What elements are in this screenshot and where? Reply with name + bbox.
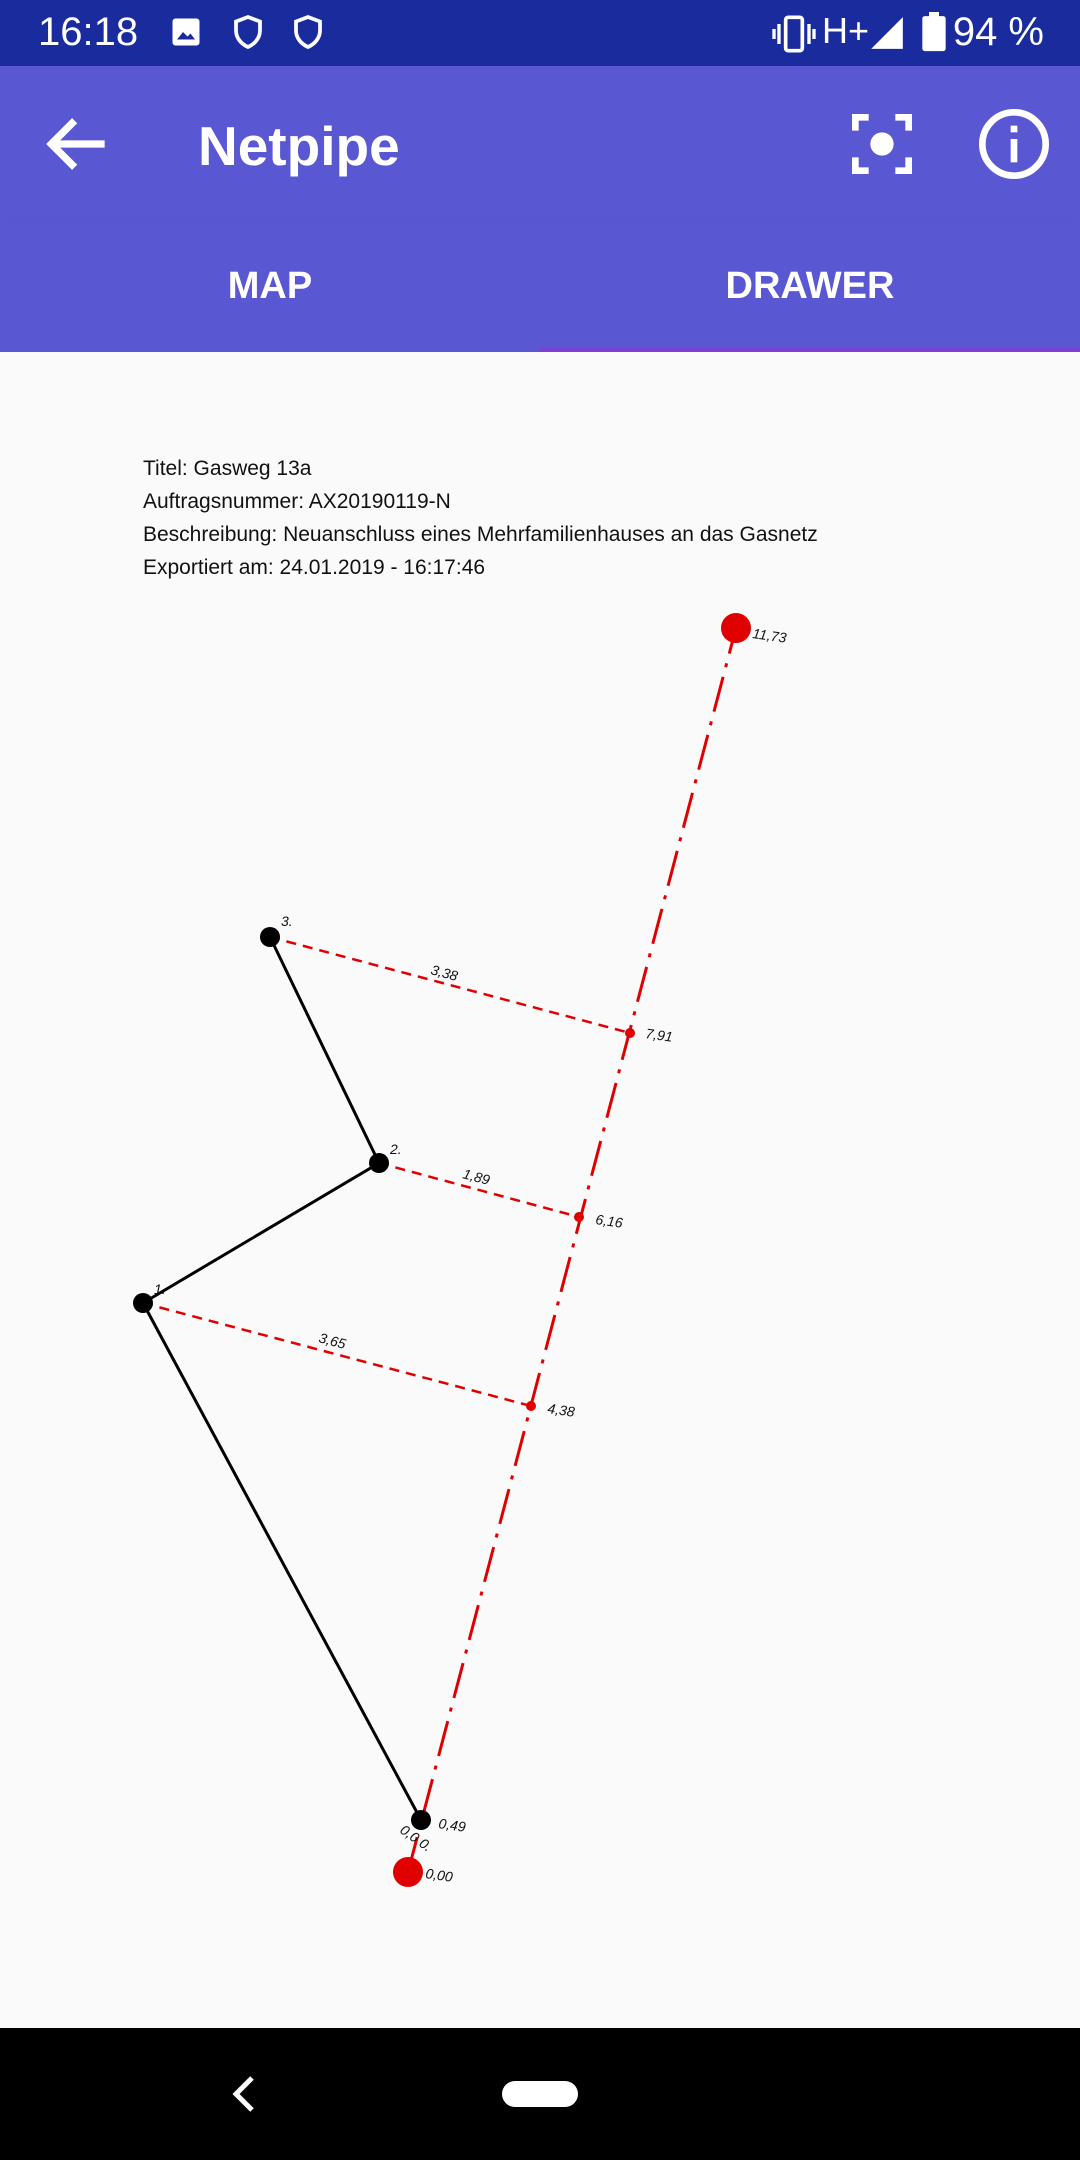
baseline-start-point	[393, 1857, 423, 1887]
pipe-point-3	[260, 927, 280, 947]
tab-bar: MAP DRAWER	[0, 220, 1080, 352]
point-label-2: 2.	[389, 1141, 402, 1157]
battery-level: 94 %	[952, 10, 1044, 54]
baseline-label-zero: 0,00	[425, 1865, 454, 1885]
baseline-label-3: 7,91	[645, 1025, 674, 1045]
app-title: Netpipe	[198, 115, 400, 177]
offset-label-3: 3,38	[429, 961, 460, 984]
baseline-end-point	[721, 613, 751, 643]
point-label-3: 3.	[281, 913, 293, 929]
foot-point-2	[574, 1212, 584, 1222]
offset-label-1: 3,65	[317, 1329, 348, 1352]
baseline-label-2: 6,16	[595, 1211, 624, 1231]
baseline-label-1: 4,38	[547, 1400, 576, 1420]
status-bar: 16:18 H+ 94 %	[0, 0, 1080, 66]
baseline-label-start-pipe: 0,49	[438, 1815, 467, 1835]
shield-icon	[234, 14, 262, 50]
pipe-drawing: 11,73 7,91 6,16 4,38 0,49 0,00 3,38 1,89…	[133, 613, 788, 1887]
app-bar: Netpipe	[0, 66, 1080, 220]
tab-map[interactable]: MAP	[227, 264, 313, 307]
pipe-route	[140, 936, 423, 1821]
baseline-label-end: 11,73	[752, 625, 788, 646]
drawer-content: Titel: Gasweg 13a Auftragsnummer: AX2019…	[0, 352, 1080, 2028]
pipe-point-2	[369, 1153, 389, 1173]
pipe-point-start	[411, 1810, 431, 1830]
image-icon	[172, 18, 200, 46]
nav-back-icon[interactable]	[222, 2070, 270, 2118]
vibrate-icon	[772, 15, 816, 53]
foot-point-3	[625, 1028, 635, 1038]
offset-line-3	[269, 935, 631, 1035]
tab-drawer[interactable]: DRAWER	[725, 264, 895, 307]
pipe-point-1	[133, 1293, 153, 1313]
status-time: 16:18	[38, 10, 139, 54]
offset-line-1	[142, 1301, 532, 1408]
foot-point-1	[526, 1401, 536, 1411]
offset-label-2: 1,89	[461, 1165, 492, 1188]
tab-indicator	[540, 348, 1080, 352]
battery-icon	[922, 12, 946, 52]
exported-line: Exportiert am: 24.01.2019 - 16:17:46	[143, 556, 486, 579]
shield-icon	[294, 14, 322, 50]
title-line: Titel: Gasweg 13a	[143, 457, 312, 480]
info-icon[interactable]	[974, 104, 1054, 184]
network-type: H+	[822, 10, 870, 51]
nav-home-pill[interactable]	[502, 2081, 578, 2107]
arrow-left-icon[interactable]	[38, 104, 118, 184]
focus-capture-icon[interactable]	[842, 104, 922, 184]
description-line: Beschreibung: Neuanschluss eines Mehrfam…	[143, 523, 818, 546]
baseline-line	[406, 627, 738, 1873]
order-number-line: Auftragsnummer: AX20190119-N	[143, 490, 451, 513]
signal-icon	[871, 17, 903, 49]
point-label-1: 1.	[154, 1281, 166, 1297]
offset-line-2	[378, 1161, 580, 1219]
navigation-bar	[0, 2028, 1080, 2160]
document-info: Titel: Gasweg 13a Auftragsnummer: AX2019…	[143, 452, 818, 584]
